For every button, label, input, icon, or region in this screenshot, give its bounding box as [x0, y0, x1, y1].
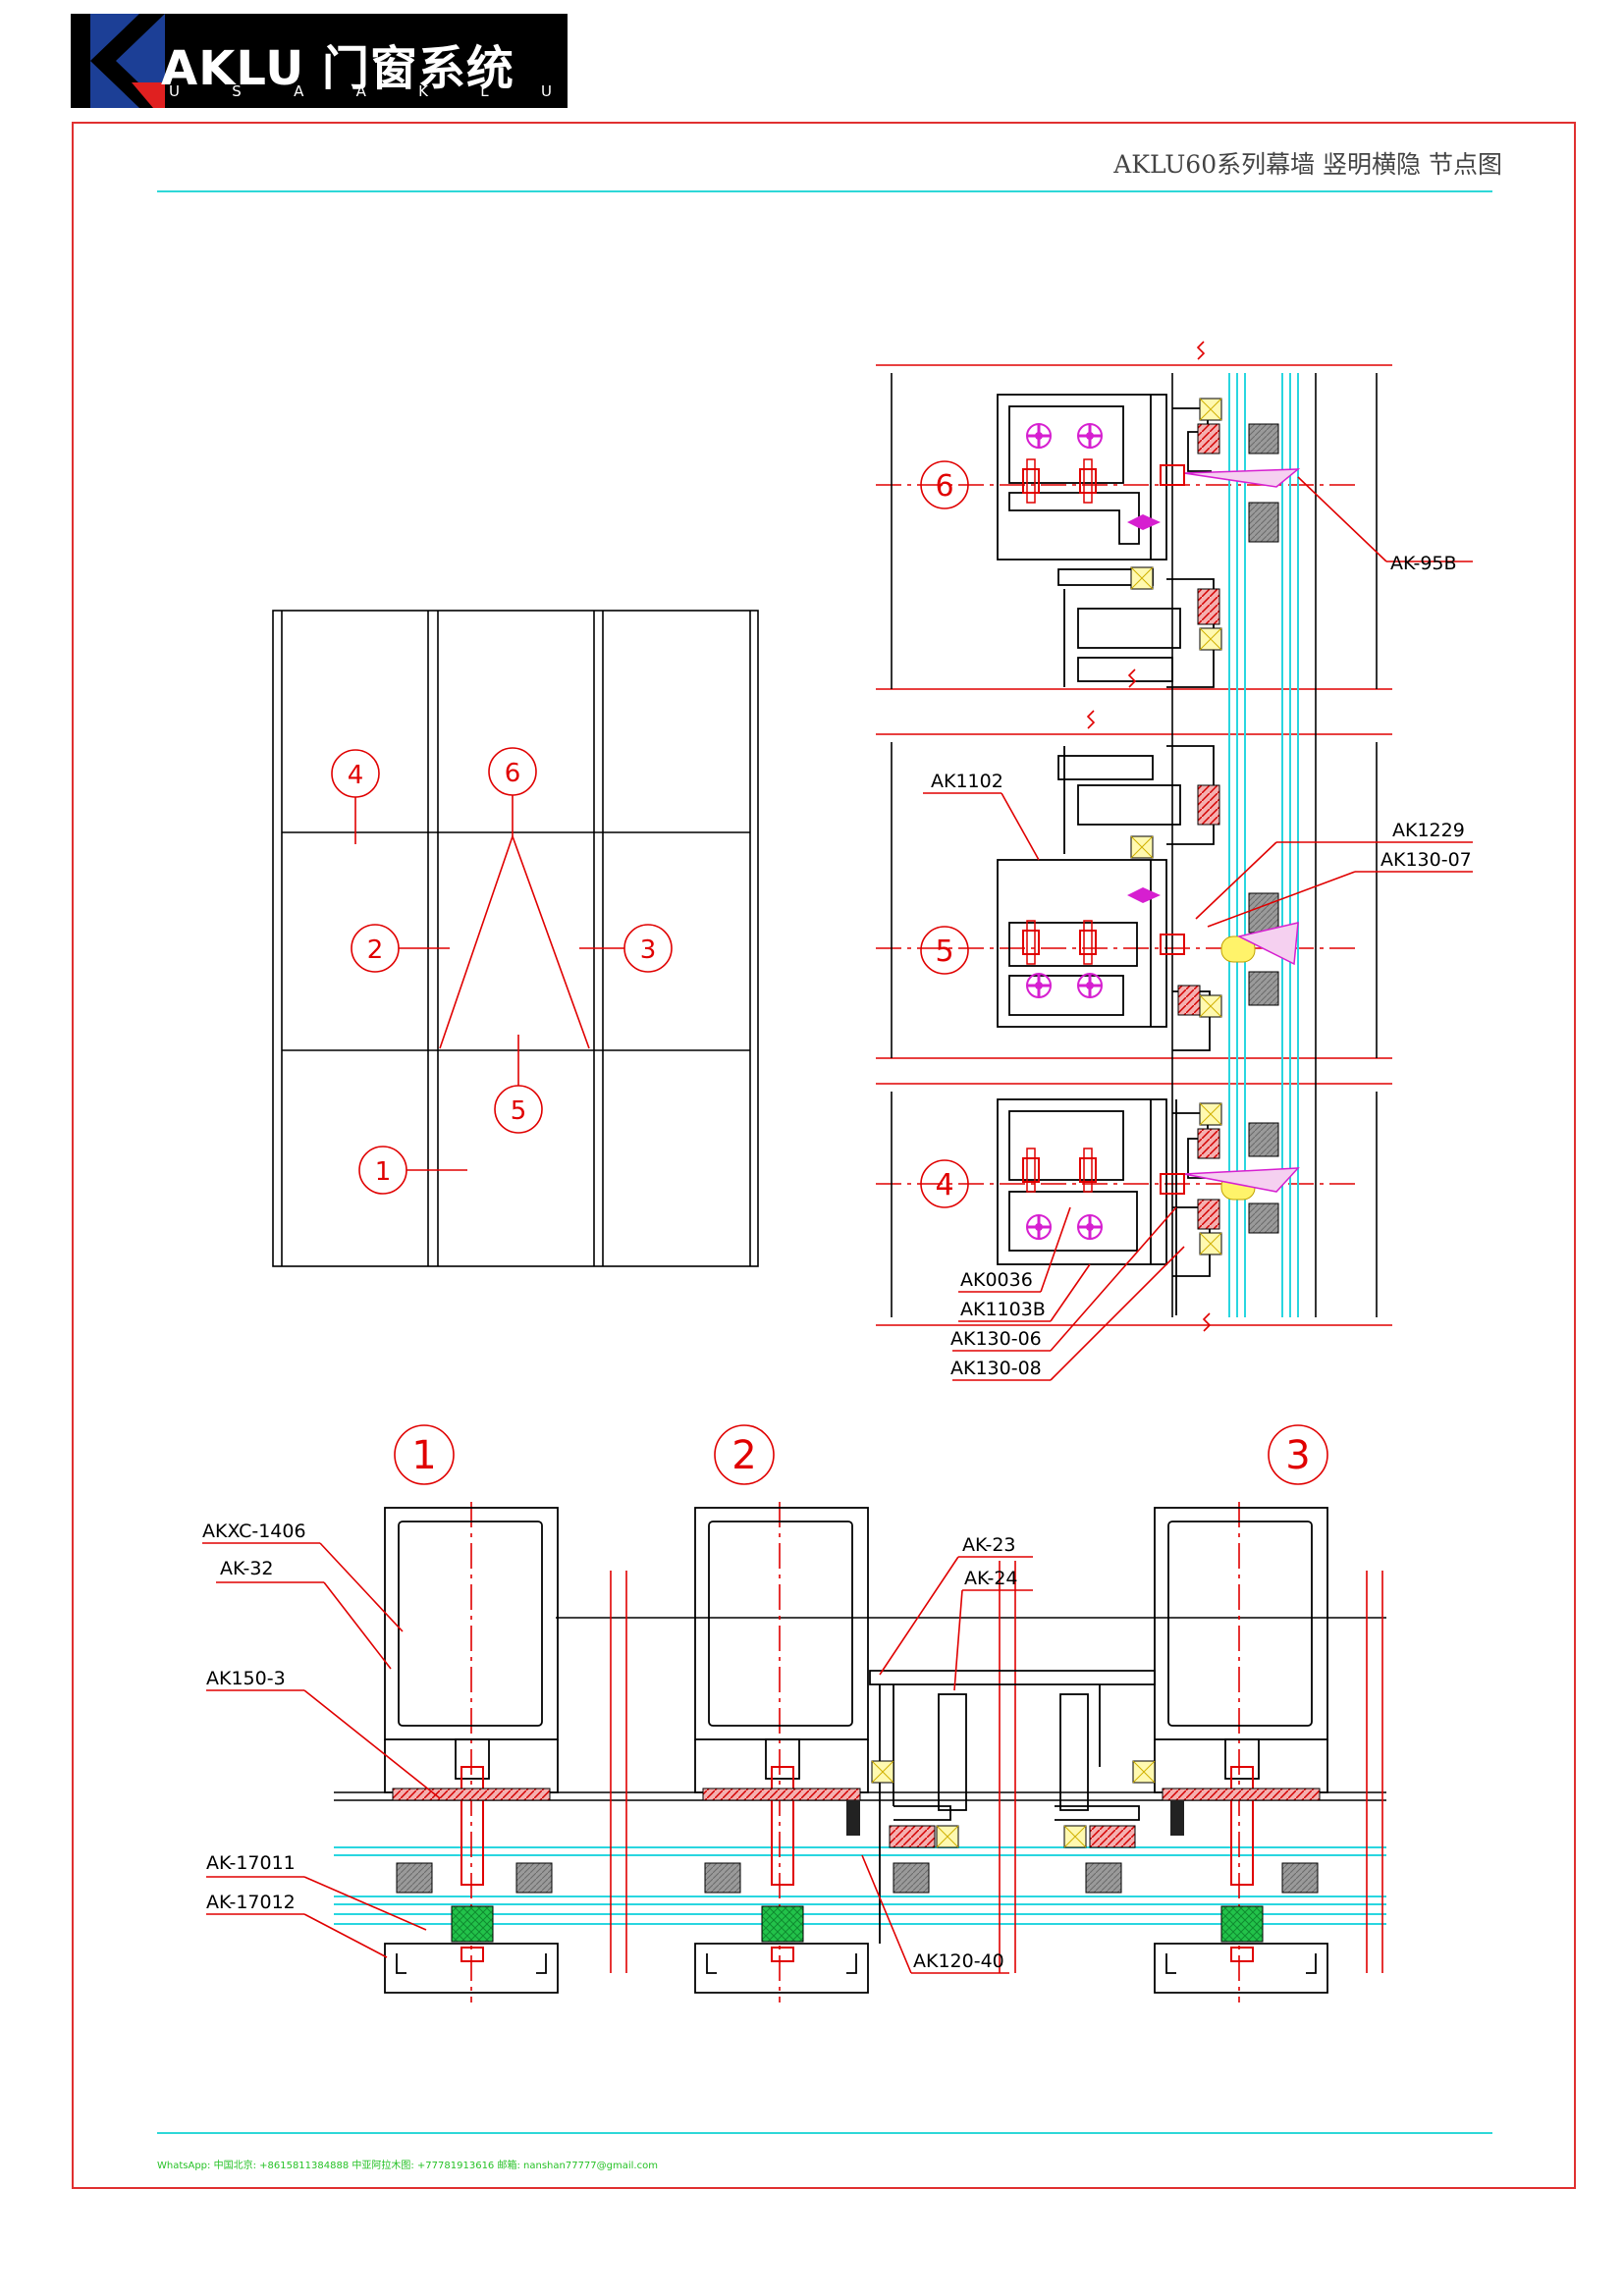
elevation-number: 4: [348, 761, 364, 790]
logo-subtitle: U S A A K L U: [169, 82, 552, 100]
logo-letter: U: [540, 82, 552, 100]
mullion-2: [694, 1507, 869, 1994]
drawing-frame: [72, 122, 1576, 2189]
part-label: AK0036: [960, 1269, 1033, 1291]
elevation-view: [272, 610, 759, 1267]
section-number: 1: [411, 1433, 436, 1478]
logo-letter: U: [169, 82, 180, 100]
part-label: AK-17012: [206, 1892, 296, 1913]
part-label: AK130-07: [1380, 849, 1472, 871]
mullion-3: [1154, 1507, 1328, 1994]
elevation-callouts: [331, 747, 673, 1195]
elevation-numbers: 4 6 2 3 5 1: [348, 759, 657, 1187]
part-label: AK-17011: [206, 1852, 296, 1874]
part-label: AK1102: [931, 771, 1003, 792]
part-label: AKXC-1406: [202, 1521, 306, 1542]
section-detail-5: [920, 710, 1473, 1051]
section-detail-4: [920, 1098, 1300, 1381]
part-label: AK130-08: [950, 1358, 1042, 1379]
logo-letter: S: [232, 82, 242, 100]
part-label: AK-24: [964, 1568, 1018, 1589]
section-detail-6: [920, 341, 1473, 688]
elevation-number: 6: [505, 759, 521, 788]
elevation-number: 1: [375, 1157, 392, 1187]
part-label: AK-23: [962, 1534, 1016, 1556]
section-number: 3: [1285, 1433, 1310, 1478]
part-label: AK-32: [220, 1558, 274, 1579]
part-label: AK150-3: [206, 1668, 286, 1689]
logo-letter: L: [480, 82, 489, 100]
brand-logo: AKLU 门窗系统 U S A A K L U: [71, 14, 568, 108]
logo-mark-icon: [71, 14, 165, 108]
part-label: AK1229: [1392, 820, 1465, 841]
elevation-number: 3: [640, 935, 657, 965]
elevation-number: 5: [511, 1096, 527, 1126]
section-number: 2: [731, 1433, 756, 1478]
part-label: AK130-06: [950, 1328, 1042, 1350]
drawing-title: AKLU60系列幕墙 竖明横隐 节点图: [1113, 150, 1502, 179]
logo-text: AKLU 门窗系统: [161, 41, 514, 96]
section-number: 5: [935, 934, 953, 969]
transom-detail: [846, 1670, 1184, 1944]
section-number: 4: [935, 1168, 953, 1202]
elevation-number: 2: [367, 935, 384, 965]
section-number: 6: [935, 469, 953, 504]
footer-contact: WhatsApp: 中国北京: +8615811384888 中亚阿拉木图: +…: [157, 2161, 658, 2171]
horizontal-sections: 1 2 3 AKXC-1406 AK-32 AK150-3: [202, 1424, 1386, 2002]
part-label: AK120-40: [913, 1950, 1004, 1972]
part-label: AK1103B: [960, 1299, 1046, 1320]
vertical-sections: 6 5 4 AK-95B AK1102 AK1229 AK130-07 AK00…: [876, 341, 1473, 1381]
bottom-rule: [157, 2132, 1492, 2134]
part-label: AK-95B: [1390, 553, 1457, 574]
logo-letter: K: [418, 82, 429, 100]
logo-letter: A: [294, 82, 304, 100]
logo-letter: A: [355, 82, 366, 100]
top-rule: [157, 190, 1492, 192]
mullion-1: [384, 1507, 559, 1994]
